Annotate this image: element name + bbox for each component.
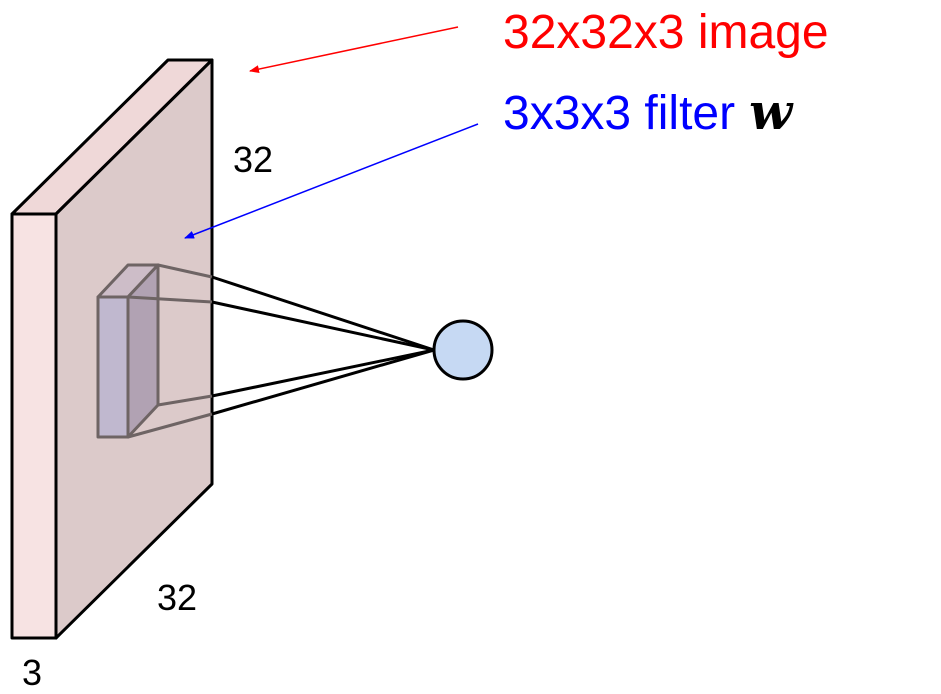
image-annotation-arrow (249, 26, 459, 74)
projection-line-top-front (127, 295, 213, 304)
filter-annotation-label: 3x3x3 filter w (503, 82, 794, 141)
filter-annotation-arrow (184, 123, 479, 239)
output-neuron (432, 319, 494, 381)
depth-dimension-label: 3 (22, 652, 42, 693)
filter-side-face (126, 263, 160, 439)
filter-annotation-text: 3x3x3 filter (503, 87, 735, 140)
height-dimension-label: 32 (233, 139, 273, 180)
projection-line-outer-1 (211, 275, 435, 352)
filter-box (96, 263, 160, 439)
filter-symbol: w (749, 82, 794, 141)
projection-line-outer-4 (211, 348, 435, 416)
projection-line-top-back (157, 263, 213, 279)
image-annotation-label: 32x32x3 image (503, 6, 829, 59)
projection-line-outer-3 (211, 348, 435, 398)
projection-lines (127, 263, 435, 439)
width-dimension-label: 32 (157, 577, 197, 618)
projection-line-bottom-back (157, 394, 213, 407)
projection-line-bottom-front (127, 412, 213, 439)
projection-line-outer-2 (211, 300, 435, 352)
volume-front-face (10, 212, 58, 640)
filter-front-face (96, 295, 130, 439)
